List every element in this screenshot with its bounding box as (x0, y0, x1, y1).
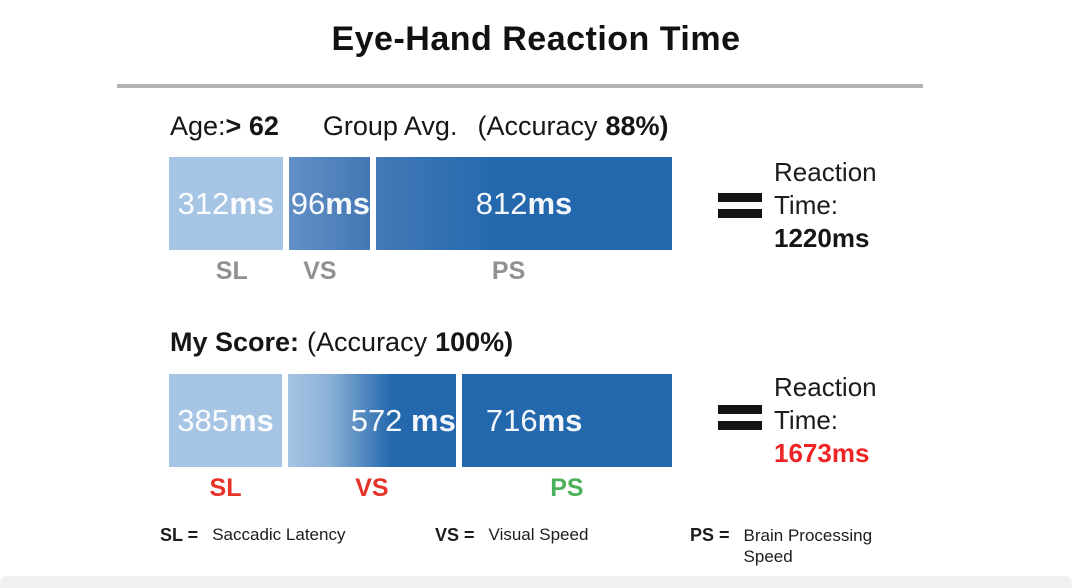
group-avg-sl-value: 312ms (177, 185, 275, 221)
reaction-label-line2: Time: (774, 405, 839, 435)
legend-sl-label: Saccadic Latency (212, 525, 346, 544)
my-accuracy-value: 100%) (435, 327, 514, 357)
legend-vs-label: Visual Speed (488, 525, 589, 544)
legend-ps-key: PS = (690, 525, 730, 545)
my-score-vs-segment: 572 ms (287, 374, 462, 467)
my-score-sl-segment: 385ms (169, 374, 282, 467)
my-score-ps-value: 716ms (485, 402, 583, 438)
age-label: Age: (170, 111, 226, 141)
my-score-sl-label: SL (209, 474, 242, 502)
legend-ps-label: Brain Processing Speed (743, 526, 873, 566)
group-avg-reaction-time: Reaction Time: 1220ms (774, 156, 877, 255)
legend-item-sl: SL = Saccadic Latency (160, 525, 345, 546)
my-score-reaction-time-value: 1673ms (774, 438, 870, 468)
group-avg-sl-label: SL (215, 257, 248, 285)
reaction-label-line2: Time: (774, 190, 839, 220)
group-avg-sl-segment: 312ms (169, 157, 283, 250)
equals-sign (718, 193, 762, 218)
my-score-vs-value: 572 ms (350, 402, 456, 438)
equals-sign (718, 405, 762, 430)
title-divider-line (117, 84, 923, 88)
accuracy-prefix: (Accuracy (477, 111, 598, 141)
my-score-reaction-time: Reaction Time: 1673ms (774, 371, 877, 470)
my-score-stacked-bar: 385ms 572 ms 716ms (169, 374, 672, 467)
group-avg-stacked-bar: 312ms 96ms 812ms (169, 157, 672, 250)
page-title: Eye-Hand Reaction Time (331, 20, 741, 58)
bottom-scroll-strip (0, 576, 1072, 588)
my-accuracy-prefix: (Accuracy (307, 327, 428, 357)
reaction-label-line1: Reaction (774, 372, 877, 402)
group-avg-ps-value: 812ms (475, 185, 573, 221)
group-avg-vs-segment: 96ms (288, 157, 377, 250)
group-avg-vs-value: 96ms (290, 185, 371, 221)
my-score-ps-label: PS (550, 474, 584, 502)
group-avg-vs-label: VS (303, 257, 337, 285)
my-score-label: My Score: (170, 327, 300, 357)
legend-item-ps: PS = Brain Processing Speed (690, 525, 914, 567)
group-avg-ps-label: PS (491, 257, 526, 285)
group-avg-label: Group Avg. (322, 111, 458, 141)
legend-item-vs: VS = Visual Speed (435, 525, 588, 546)
my-score-abbr-row: SL VS PS (169, 474, 672, 503)
legend-sl-key: SL = (160, 525, 199, 545)
my-score-ps-segment: 716ms (461, 374, 672, 467)
reaction-label-line1: Reaction (774, 157, 877, 187)
group-avg-ps-segment: 812ms (376, 157, 672, 250)
group-avg-reaction-time-value: 1220ms (774, 223, 870, 253)
my-score-sl-value: 385ms (177, 402, 274, 438)
accuracy-value: 88%) (605, 111, 669, 141)
legend-vs-key: VS = (435, 525, 475, 545)
group-avg-abbr-row: SL VS PS (169, 257, 672, 286)
my-score-vs-label: VS (355, 474, 389, 502)
age-value: > 62 (225, 111, 279, 141)
